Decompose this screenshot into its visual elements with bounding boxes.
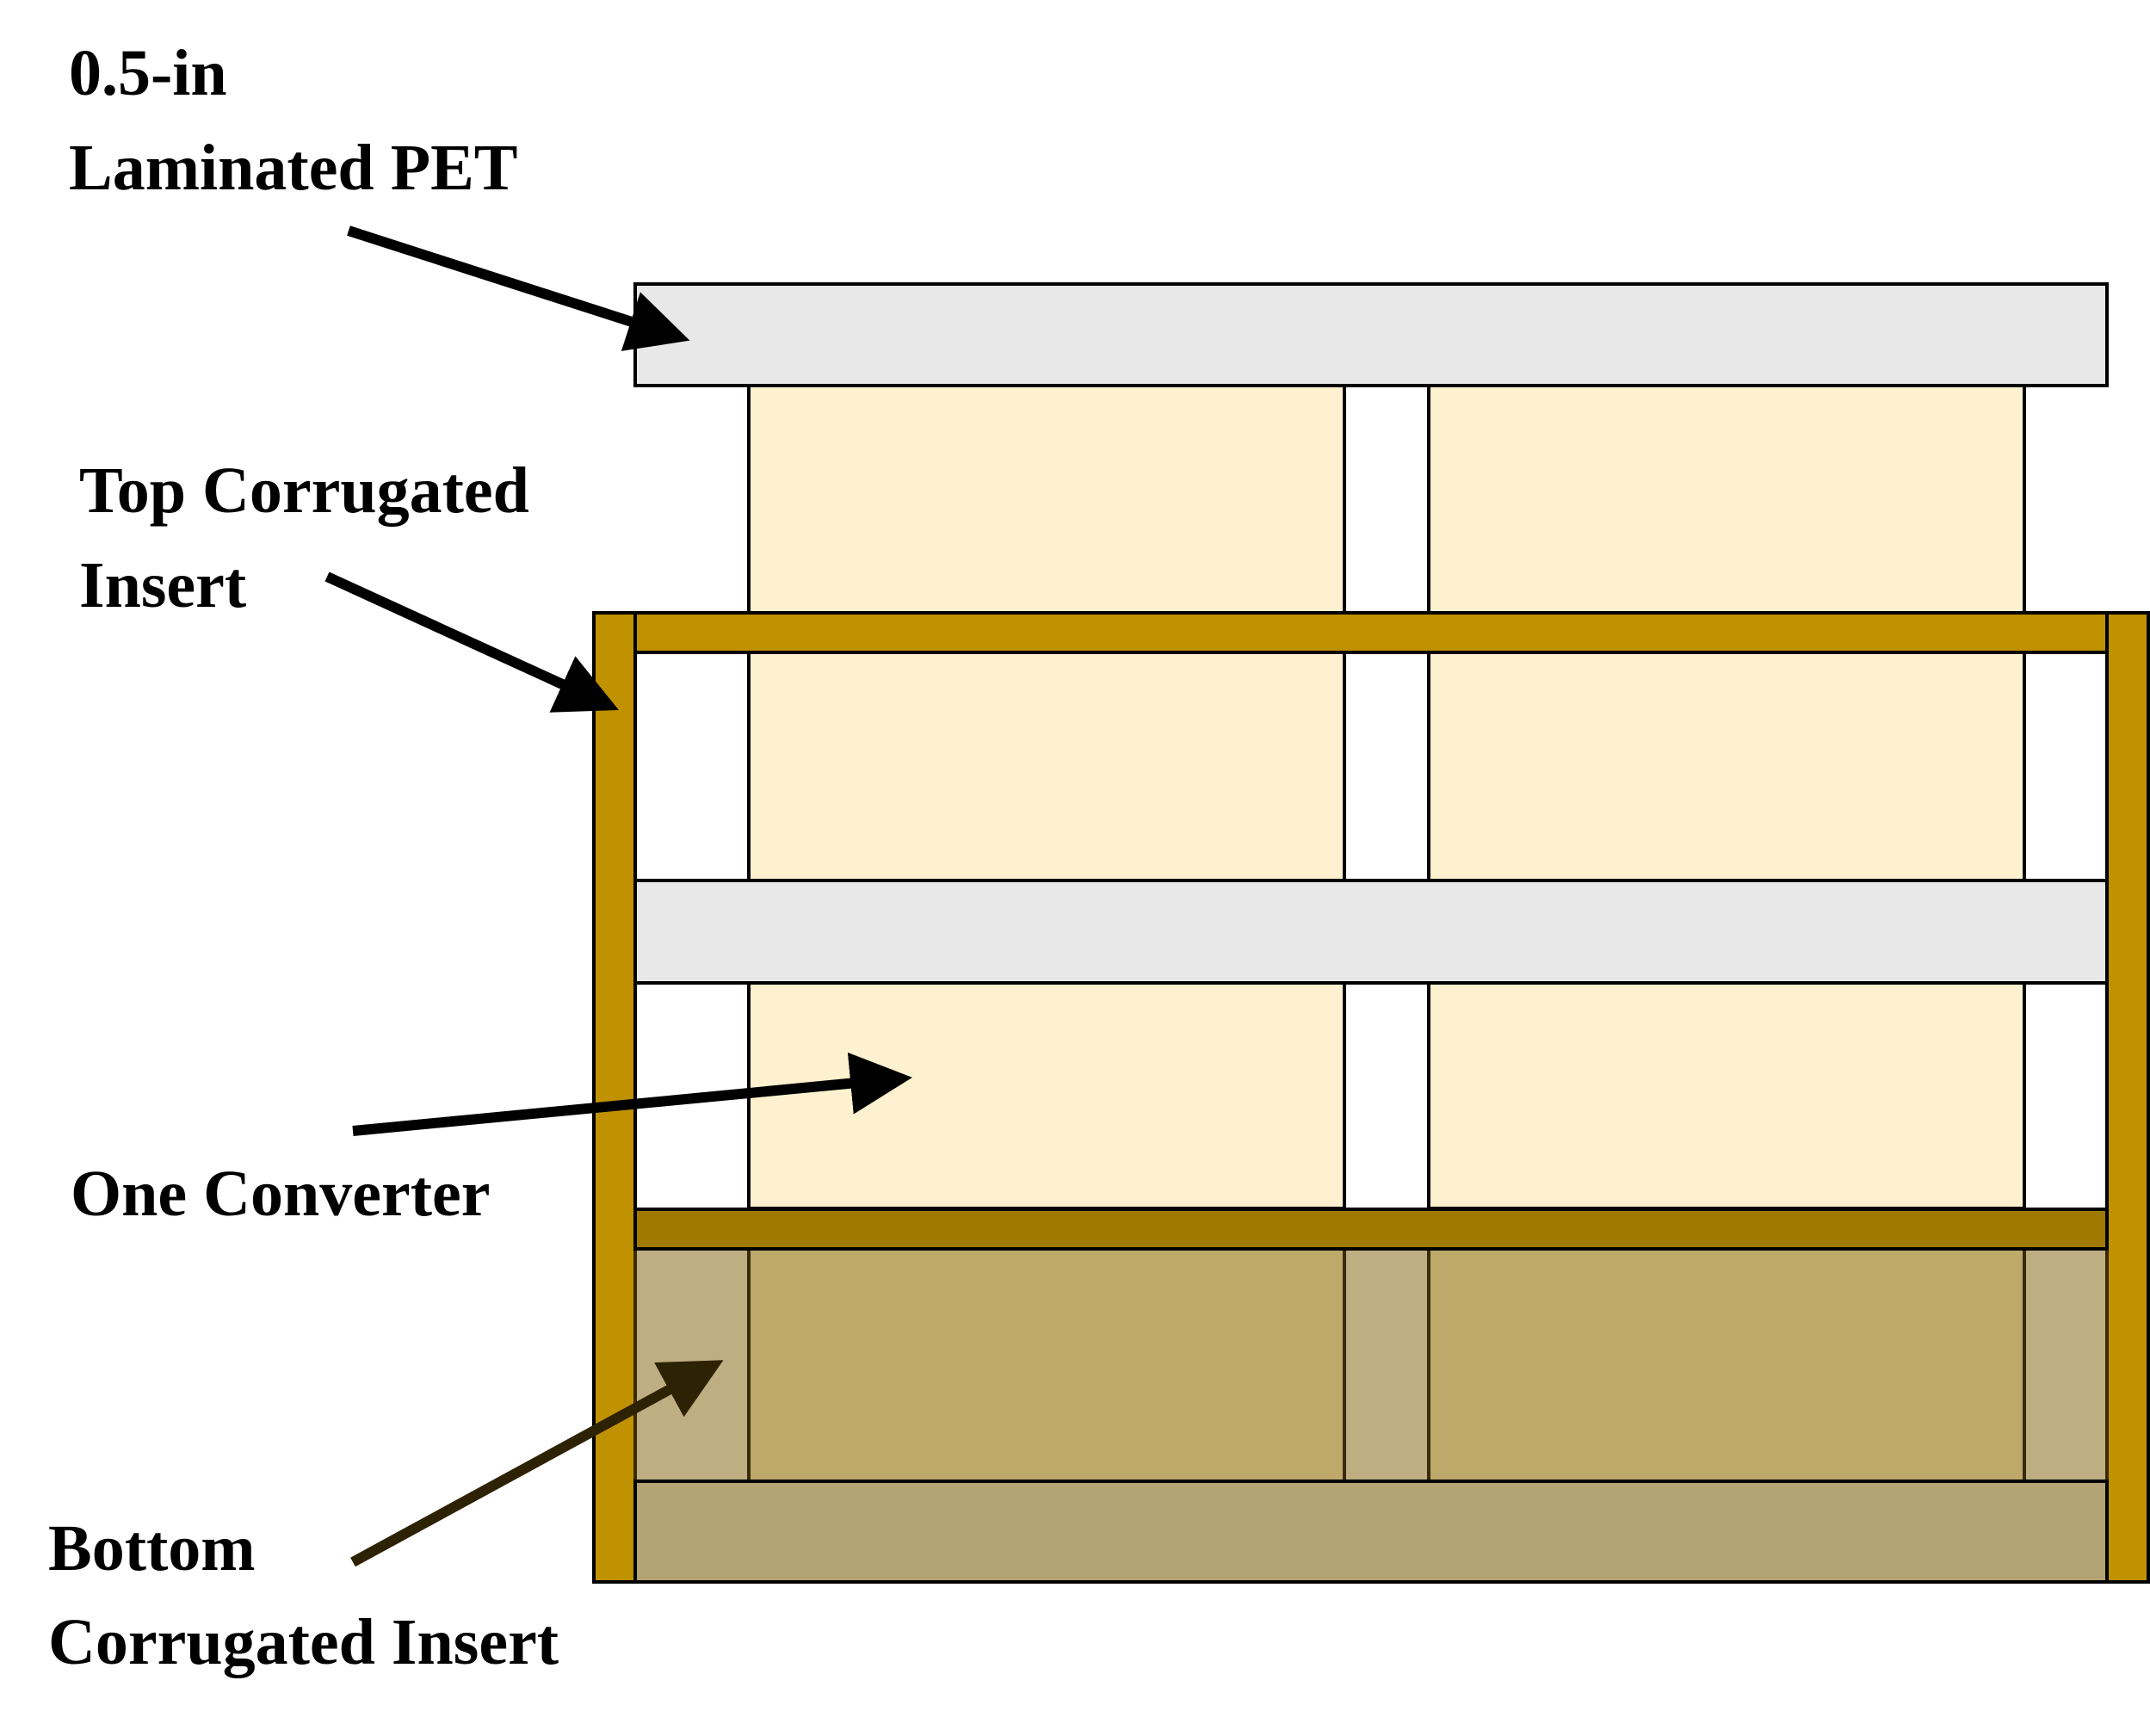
top-insert-top-bar: [633, 611, 2109, 654]
top-insert-label-line2: Insert: [79, 549, 246, 621]
bottom-insert-top-bar: [633, 1208, 2109, 1251]
bottom-insert-label-line1: Bottom: [48, 1512, 256, 1585]
pet-arrow: [347, 225, 690, 351]
bottom-insert-base: [633, 1480, 2109, 1584]
bottom-converter-left: [747, 1247, 1346, 1483]
bottom-converter-right: [1427, 1247, 2026, 1483]
pet-sheet-top: [633, 282, 2109, 387]
pet-label-line1: 0.5-in: [69, 37, 227, 109]
top-insert-arrow: [324, 571, 619, 713]
top-insert-label-line1: Top Corrugated: [79, 454, 529, 527]
converter-arrow: [352, 1052, 912, 1136]
converter-column-right: [1427, 384, 2026, 1210]
pet-label-line2: Laminated PET: [69, 132, 518, 204]
converter-lower-left: [747, 981, 1346, 1210]
bottom-insert-arrow: [350, 1360, 724, 1567]
top-insert-right-wall: [2105, 611, 2150, 1584]
pet-sheet-middle: [633, 879, 2109, 985]
bottom-corrugated-insert: [633, 1208, 2109, 1584]
bottom-insert-label-line2: Corrugated Insert: [48, 1606, 559, 1678]
converter-label: One Converter: [71, 1158, 491, 1230]
converter-lower-right: [1427, 981, 2026, 1210]
top-insert-left-wall: [592, 611, 637, 1584]
